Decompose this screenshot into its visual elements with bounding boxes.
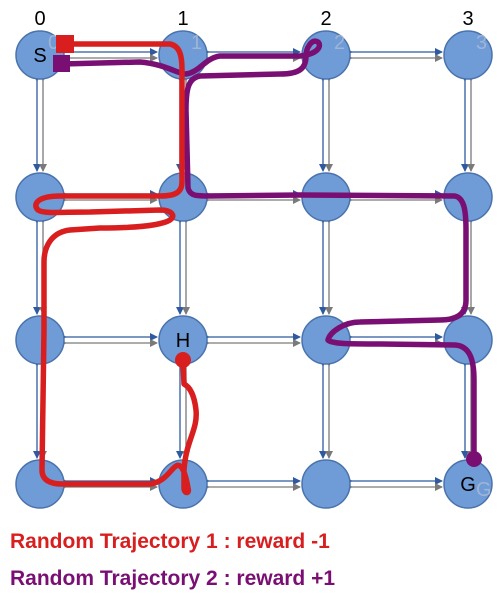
trajectory-2-start-marker: [53, 55, 70, 72]
trajectory-1-caption: Random Trajectory 1 : reward -1: [10, 530, 330, 553]
cell-label-G: G: [460, 474, 476, 496]
trajectory-2-end-marker: [466, 451, 482, 467]
gridworld-diagram: 0 1 2 3 0 1 2 3G S H G: [15, 8, 493, 509]
ghost-label: 0: [48, 32, 59, 54]
cell-label-S: S: [33, 45, 46, 67]
trajectory-1-start-marker: [56, 35, 74, 53]
ghost-label: 3: [476, 32, 487, 54]
ghost-label: 1: [191, 32, 202, 54]
trajectory-2-caption: Random Trajectory 2 : reward +1: [10, 567, 336, 590]
column-label-3: 3: [462, 8, 473, 30]
state-node-2-0: [15, 315, 65, 365]
state-node-0-3: [443, 30, 493, 80]
state-node-2-3: [443, 315, 493, 365]
column-label-2: 2: [320, 8, 331, 30]
ghost-label: G: [476, 479, 492, 501]
column-label-0: 0: [34, 8, 45, 30]
state-node-3-2: [301, 459, 351, 509]
state-nodes: 0 1 2 3G S H G: [15, 30, 493, 509]
trajectory-1-end-marker: [175, 352, 191, 368]
trajectories: [33, 35, 482, 496]
column-labels: 0 1 2 3: [34, 8, 473, 30]
transition-edges: [33, 48, 475, 491]
column-label-1: 1: [177, 8, 188, 30]
trajectory-2-path: [59, 38, 477, 461]
cell-label-H: H: [176, 330, 190, 352]
ghost-label: 2: [334, 32, 345, 54]
trajectory-1-path: [33, 41, 199, 496]
